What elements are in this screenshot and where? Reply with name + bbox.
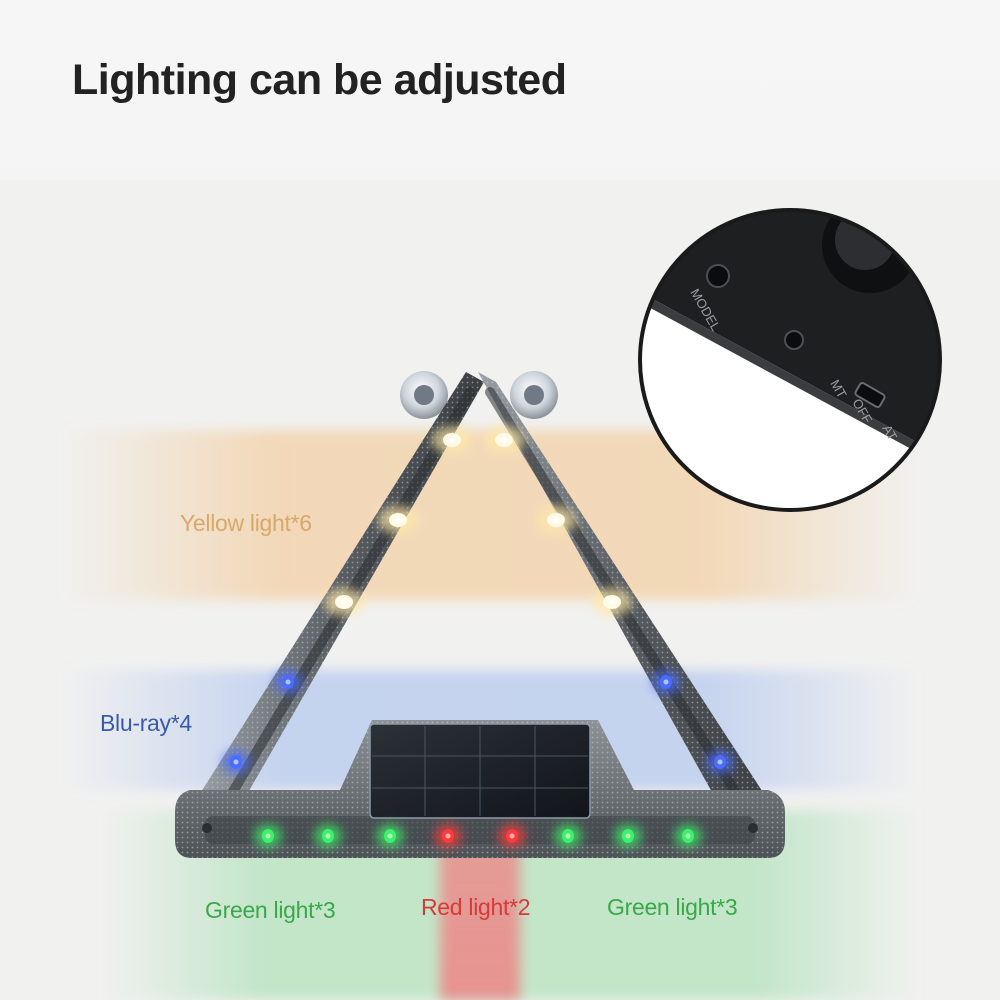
yellow-light-label: Yellow light*6 xyxy=(180,510,312,536)
blue-led xyxy=(652,670,680,694)
yellow-led xyxy=(536,506,576,534)
blue-led xyxy=(274,670,302,694)
switch-label-at: AT xyxy=(879,422,900,443)
green-led xyxy=(376,824,404,848)
suction-cup-right xyxy=(510,371,558,419)
yellow-led xyxy=(324,588,364,616)
headline: Lighting can be adjusted xyxy=(72,56,567,104)
green-led xyxy=(614,824,642,848)
yellow-led xyxy=(432,426,472,454)
led-group xyxy=(222,426,734,848)
red-light-label: Red light*2 xyxy=(421,894,531,920)
green-led xyxy=(254,824,282,848)
green-light-left-label: Green light*3 xyxy=(205,897,336,923)
suction-cup-left xyxy=(400,371,448,419)
blue-led xyxy=(222,750,250,774)
yellow-led xyxy=(378,506,418,534)
solar-panel xyxy=(369,723,591,819)
red-light-beam xyxy=(440,840,520,1000)
green-led xyxy=(554,824,582,848)
blue-light-label: Blu-ray*4 xyxy=(100,710,192,736)
red-led xyxy=(498,824,526,848)
yellow-led xyxy=(484,426,524,454)
green-light-right-label: Green light*3 xyxy=(607,894,738,920)
red-led xyxy=(434,824,462,848)
yellow-led xyxy=(592,588,632,616)
green-led xyxy=(314,824,342,848)
blue-led xyxy=(706,750,734,774)
green-led xyxy=(674,824,702,848)
